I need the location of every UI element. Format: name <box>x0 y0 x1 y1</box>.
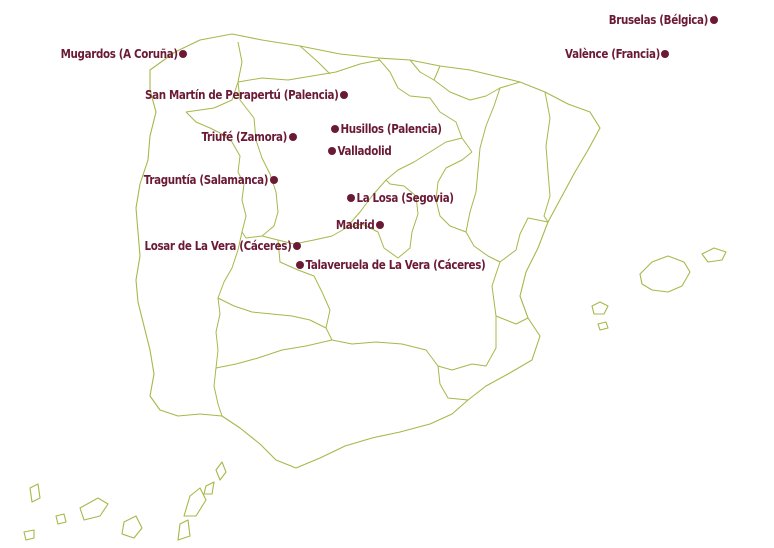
balearic-menorca <box>701 247 727 263</box>
location-dot <box>347 194 355 202</box>
ceuta <box>215 461 227 481</box>
location-label: Talaveruela de La Vera (Cáceres) <box>305 258 486 272</box>
region-border <box>409 59 441 81</box>
location-dot <box>296 261 304 269</box>
melilla <box>203 481 215 495</box>
region-border <box>377 57 473 153</box>
canary-tenerife <box>79 497 109 521</box>
location-dot <box>710 16 718 24</box>
canary-lanzarote <box>183 487 207 517</box>
location-label: Triufé (Zamora) <box>201 130 288 144</box>
region-border <box>215 339 333 369</box>
canary-fuerteventura <box>177 519 191 541</box>
region-border <box>433 79 521 101</box>
location-label: Mugardos (A Coruña) <box>60 47 178 61</box>
location-dot <box>328 147 336 155</box>
location-dot <box>270 176 278 184</box>
region-border <box>437 365 469 401</box>
canary-gran-canaria <box>121 515 143 539</box>
region-border <box>345 179 419 259</box>
region-border <box>491 217 549 325</box>
location-dot <box>289 133 297 141</box>
region-border <box>185 41 243 113</box>
location-label: Valladolid <box>337 144 392 158</box>
balearic-ibiza <box>591 301 609 315</box>
location-label: Losar de La Vera (Cáceres) <box>144 239 292 253</box>
location-label: San Martín de Perapertú (Palencia) <box>145 88 339 102</box>
region-border <box>237 81 279 239</box>
region-border <box>435 151 473 233</box>
location-label: Husillos (Palencia) <box>340 122 442 136</box>
canary-la-palma <box>29 483 41 503</box>
balearic-mallorca <box>639 255 691 293</box>
location-label: Valènce (Francia) <box>564 47 660 61</box>
location-label: Traguntía (Salamanca) <box>144 173 269 187</box>
region-border <box>217 297 327 329</box>
location-label: La Losa (Segovia) <box>356 191 454 205</box>
location-dot <box>376 221 384 229</box>
location-dot <box>179 50 187 58</box>
location-dot <box>331 125 339 133</box>
region-border <box>277 239 497 371</box>
balearic-formentera <box>597 321 609 331</box>
location-label: Bruselas (Bélgica) <box>609 13 709 27</box>
location-label: Madrid <box>335 218 375 232</box>
region-border <box>299 45 331 75</box>
location-dot <box>293 242 301 250</box>
region-border <box>543 91 551 223</box>
canary-hierro <box>23 529 35 541</box>
location-dot <box>661 50 669 58</box>
region-border <box>465 87 501 263</box>
canary-gomera <box>55 513 67 525</box>
region-border <box>237 59 381 83</box>
portugal-border <box>185 111 247 417</box>
location-dot <box>340 91 348 99</box>
